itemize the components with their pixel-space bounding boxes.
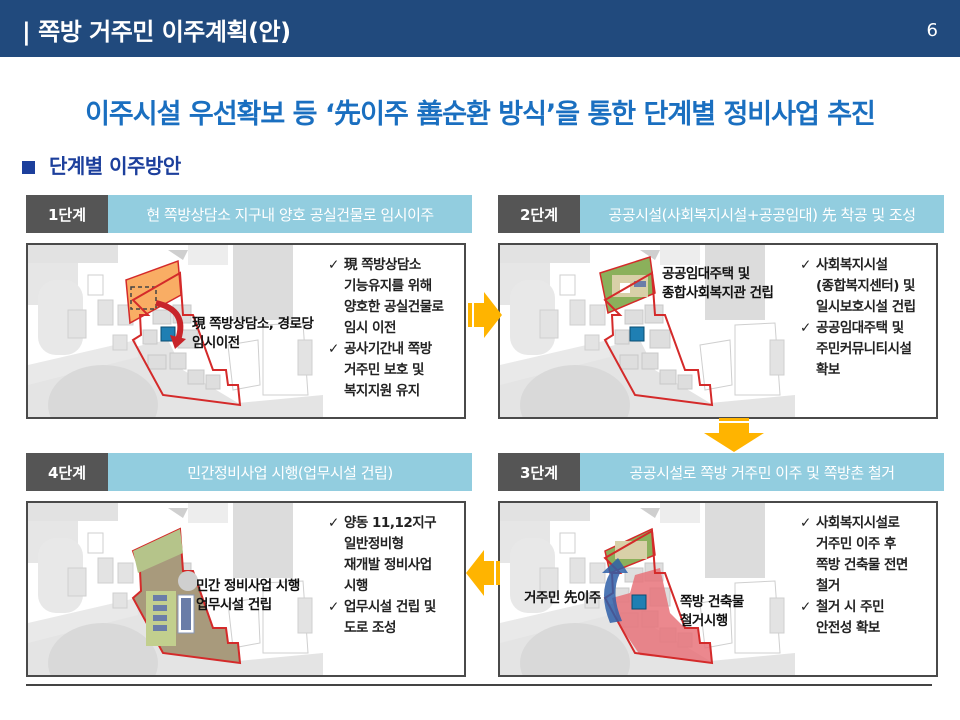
- slide-title: | 쪽방 거주민 이주계획(안): [22, 18, 291, 46]
- bullet-item: ✓공공임대주택 및 주민커뮤니티시설 확보: [800, 318, 936, 381]
- stage-2-header: 2단계 공공시설(사회복지시설+공공임대) 先 착공 및 조성: [498, 195, 944, 233]
- stage-1-bullets: ✓現 쪽방상담소 기능유지를 위해 양호한 공실건물로 임시 이전 ✓공사기간내…: [328, 255, 464, 402]
- check-icon: ✓: [800, 257, 811, 273]
- check-icon: ✓: [328, 599, 339, 615]
- stage-number: 3단계: [498, 453, 580, 491]
- check-icon: ✓: [328, 341, 339, 357]
- stage-4-panel: 민간 정비사업 시행 업무시설 건립 ✓양동 11,12지구 일반정비형 재개발…: [26, 501, 466, 677]
- map-label: 공공임대주택 및 종합사회복지관 건립: [662, 266, 774, 301]
- bullet-item: ✓양동 11,12지구 일반정비형 재개발 정비사업 시행: [328, 513, 464, 597]
- stage-title: 공공시설(사회복지시설+공공임대) 先 착공 및 조성: [580, 195, 944, 233]
- check-icon: ✓: [800, 515, 811, 531]
- map-label: 거주민 先이주: [524, 590, 601, 606]
- site-map: [500, 245, 795, 417]
- footer-divider: [26, 684, 932, 686]
- check-icon: ✓: [800, 599, 811, 615]
- map-label: 민간 정비사업 시행 업무시설 건립: [196, 578, 300, 613]
- stage-2-panel: 공공임대주택 및 종합사회복지관 건립 ✓사회복지시설 (종합복지센터) 및 일…: [498, 243, 938, 419]
- stage-2-bullets: ✓사회복지시설 (종합복지센터) 및 일시보호시설 건립 ✓공공임대주택 및 주…: [800, 255, 936, 381]
- bullet-item: ✓업무시설 건립 및 도로 조성: [328, 597, 464, 639]
- stage-3-panel: 거주민 先이주 쪽방 건축물 철거시행 ✓사회복지시설로 거주민 이주 후 쪽방…: [498, 501, 938, 677]
- arrow-left-icon: [466, 550, 500, 596]
- square-bullet-icon: [22, 160, 35, 174]
- check-icon: ✓: [328, 515, 339, 531]
- bullet-item: ✓공사기간내 쪽방 거주민 보호 및 복지지원 유지: [328, 339, 464, 402]
- site-map: [28, 245, 323, 417]
- bullet-item: ✓現 쪽방상담소 기능유지를 위해 양호한 공실건물로 임시 이전: [328, 255, 464, 339]
- section-heading: 단계별 이주방안: [22, 150, 181, 179]
- site-map: [28, 503, 323, 675]
- check-icon: ✓: [800, 320, 811, 336]
- stage-title: 공공시설로 쪽방 거주민 이주 및 쪽방촌 철거: [580, 453, 944, 491]
- check-icon: ✓: [328, 257, 339, 273]
- stage-number: 1단계: [26, 195, 108, 233]
- section-label: 단계별 이주방안: [49, 154, 181, 178]
- stage-number: 4단계: [26, 453, 108, 491]
- page-number: 6: [926, 20, 938, 41]
- bullet-item: ✓사회복지시설 (종합복지센터) 및 일시보호시설 건립: [800, 255, 936, 318]
- site-map: [500, 503, 795, 675]
- headline: 이주시설 우선확보 등 ‘先이주 善순환 방식’을 통한 단계별 정비사업 추진: [85, 99, 876, 130]
- stage-1-header: 1단계 현 쪽방상담소 지구내 양호 공실건물로 임시이주: [26, 195, 472, 233]
- stage-3-bullets: ✓사회복지시설로 거주민 이주 후 쪽방 건축물 전면 철거 ✓철거 시 주민 …: [800, 513, 936, 639]
- stage-4-header: 4단계 민간정비사업 시행(업무시설 건립): [26, 453, 472, 491]
- stage-title: 현 쪽방상담소 지구내 양호 공실건물로 임시이주: [108, 195, 472, 233]
- map-label: 現 쪽방상담소, 경로당 임시이전: [192, 316, 314, 351]
- stage-3-header: 3단계 공공시설로 쪽방 거주민 이주 및 쪽방촌 철거: [498, 453, 944, 491]
- bullet-item: ✓사회복지시설로 거주민 이주 후 쪽방 건축물 전면 철거: [800, 513, 936, 597]
- arrow-right-icon: [468, 292, 502, 338]
- slide-header: | 쪽방 거주민 이주계획(안) 6: [0, 0, 960, 57]
- bullet-item: ✓철거 시 주민 안전성 확보: [800, 597, 936, 639]
- stage-1-panel: 現 쪽방상담소, 경로당 임시이전 ✓現 쪽방상담소 기능유지를 위해 양호한 …: [26, 243, 466, 419]
- map-label: 쪽방 건축물 철거시행: [680, 594, 744, 629]
- arrow-down-icon: [704, 418, 764, 452]
- stage-4-bullets: ✓양동 11,12지구 일반정비형 재개발 정비사업 시행 ✓업무시설 건립 및…: [328, 513, 464, 639]
- stage-number: 2단계: [498, 195, 580, 233]
- stage-title: 민간정비사업 시행(업무시설 건립): [108, 453, 472, 491]
